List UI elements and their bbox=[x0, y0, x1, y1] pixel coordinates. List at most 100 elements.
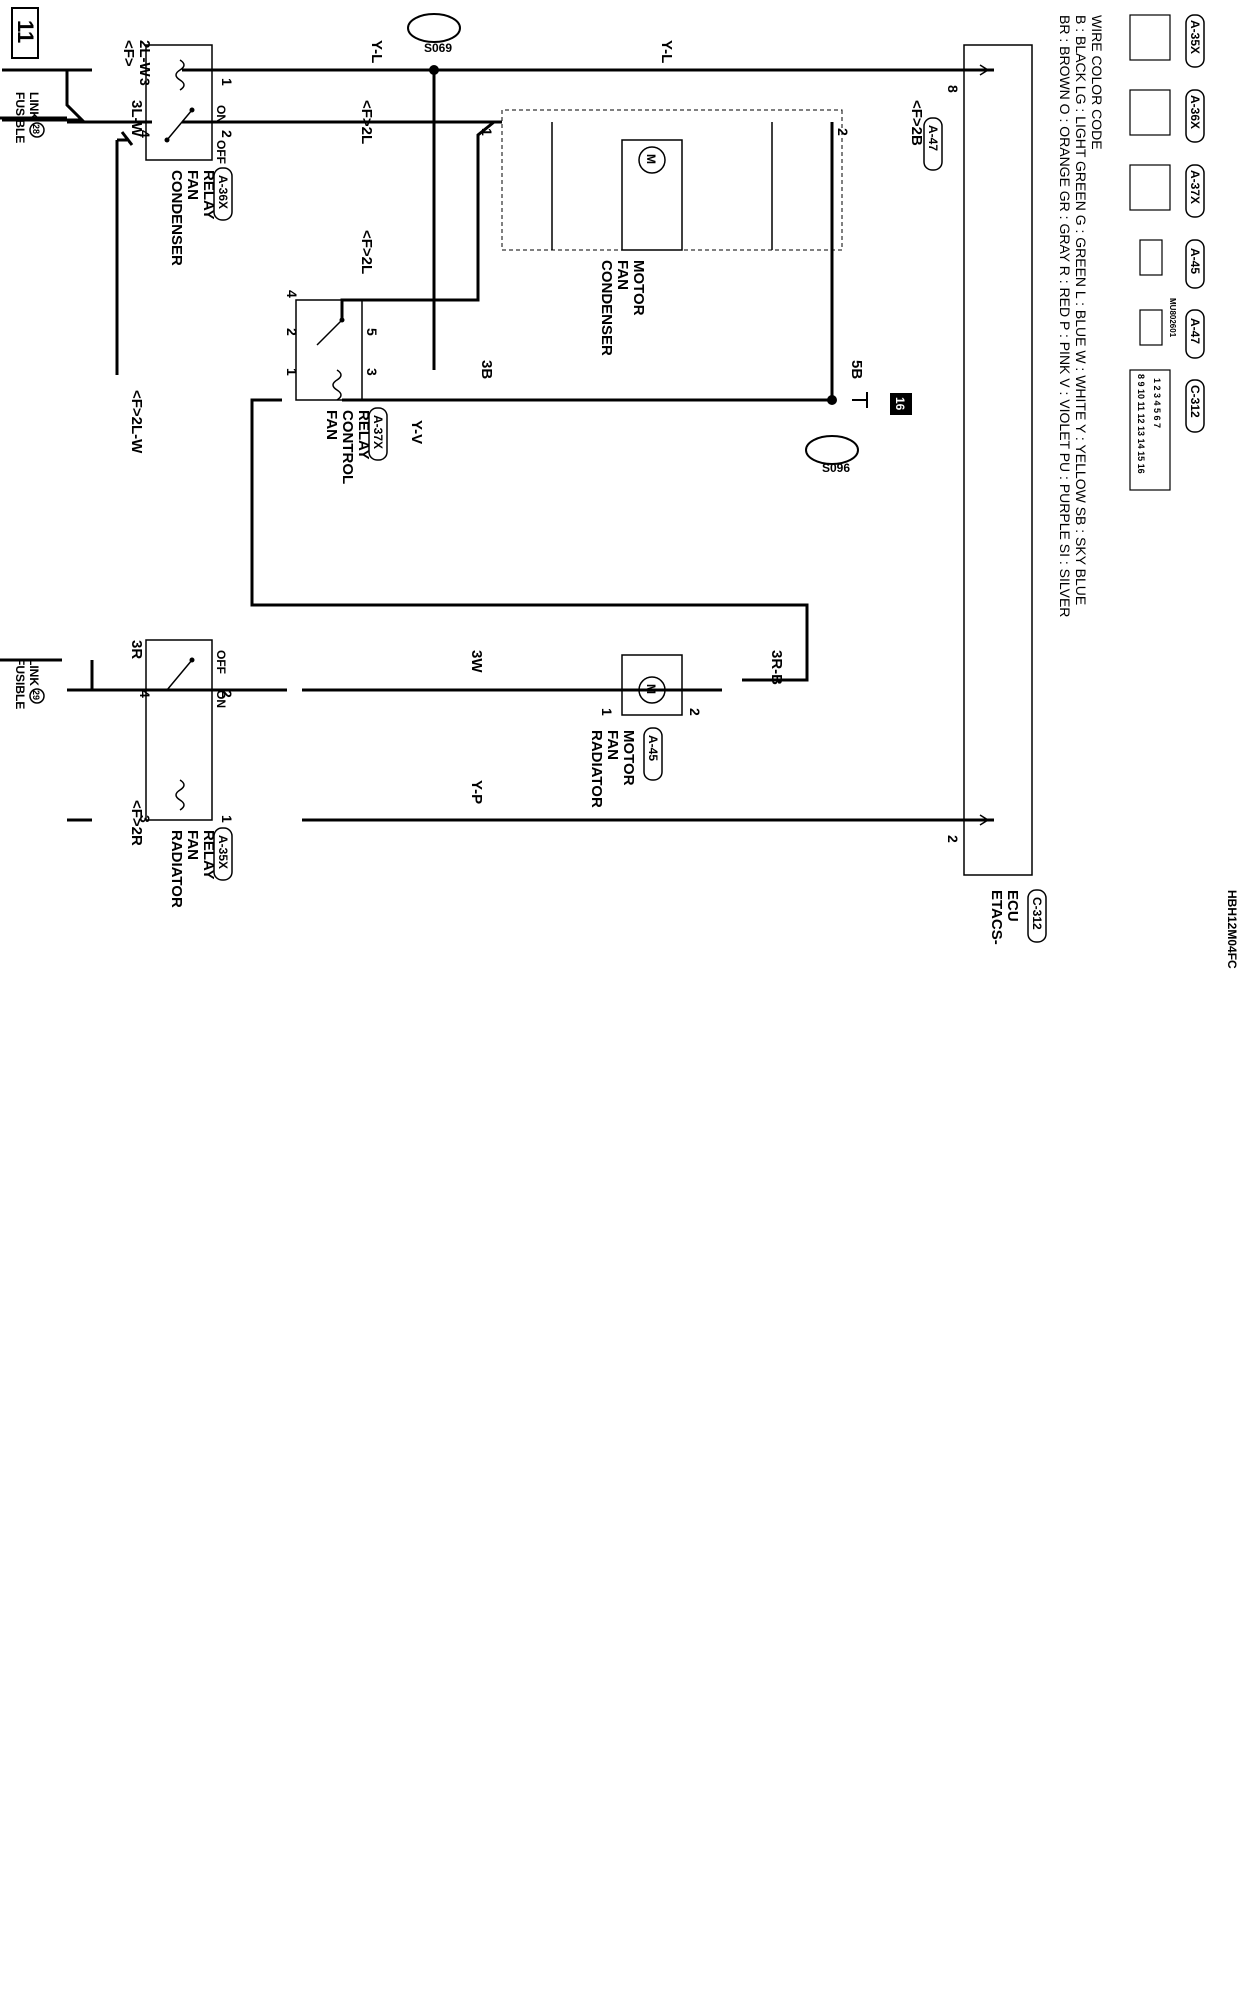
svg-text:2: 2 bbox=[284, 328, 300, 336]
condenser-fan-motor: M CONDENSER FAN MOTOR A-47 2 1 bbox=[479, 109, 943, 356]
svg-text:3: 3 bbox=[364, 368, 380, 376]
svg-text:FAN: FAN bbox=[323, 410, 340, 440]
svg-text:<F>2L: <F>2L bbox=[358, 100, 375, 144]
page-number-box: 11 bbox=[11, 7, 39, 59]
svg-text:A-37X: A-37X bbox=[1188, 170, 1202, 204]
svg-text:A-47: A-47 bbox=[1188, 318, 1202, 344]
svg-text:3: 3 bbox=[137, 78, 153, 86]
radiator-fan-motor: M RADIATOR FAN MOTOR A-45 2 1 bbox=[588, 654, 703, 808]
diagram-code: HBH12M04FC bbox=[1225, 890, 1239, 969]
svg-text:4: 4 bbox=[284, 290, 300, 298]
svg-text:MOTOR: MOTOR bbox=[630, 260, 647, 316]
svg-text:4: 4 bbox=[137, 130, 153, 138]
svg-text:MOTOR: MOTOR bbox=[620, 730, 637, 786]
svg-text:A-37X: A-37X bbox=[371, 415, 385, 449]
svg-text:M: M bbox=[644, 684, 658, 694]
svg-text:8: 8 bbox=[945, 85, 961, 93]
svg-text:3R-B: 3R-B bbox=[768, 650, 785, 685]
rad-relay-connector-badge bbox=[213, 827, 233, 881]
wire-paths bbox=[2, 68, 82, 822]
svg-text:ETACS-: ETACS- bbox=[988, 890, 1005, 945]
svg-text:A-47: A-47 bbox=[926, 125, 940, 151]
svg-text:BR : BROWN O : ORANGE GR :: BR : BROWN O : ORANGE GR : GRAY R : RED … bbox=[1057, 15, 1073, 617]
svg-text:1: 1 bbox=[219, 815, 235, 823]
svg-text:2: 2 bbox=[219, 130, 235, 138]
svg-text:S096: S096 bbox=[822, 461, 850, 475]
fusible-28-badge bbox=[29, 122, 45, 138]
svg-text:16: 16 bbox=[893, 397, 907, 411]
svg-text:FAN: FAN bbox=[184, 170, 201, 200]
wire-color-code: WIRE COLOR CODE B : BLACK LG : LIGHT GRE… bbox=[1057, 15, 1105, 617]
svg-text:FUSIBLE: FUSIBLE bbox=[13, 658, 27, 709]
svg-text:<F>2R: <F>2R bbox=[128, 800, 145, 846]
svg-text:2: 2 bbox=[219, 690, 235, 698]
page-number: 11 bbox=[13, 20, 38, 43]
svg-text:1: 1 bbox=[479, 128, 495, 136]
svg-text:3L-W: 3L-W bbox=[128, 100, 145, 138]
svg-text:8 9 10 11 12 13 14 15 16: 8 9 10 11 12 13 14 15 16 bbox=[1136, 374, 1146, 474]
svg-text:ON: ON bbox=[214, 105, 228, 123]
svg-text:A-35X: A-35X bbox=[1188, 20, 1202, 54]
svg-text:RELAY: RELAY bbox=[200, 170, 217, 219]
svg-text:Y-P: Y-P bbox=[468, 780, 485, 804]
svg-text:S069: S069 bbox=[424, 41, 452, 55]
svg-text:ON: ON bbox=[214, 690, 228, 708]
svg-text:MU802601: MU802601 bbox=[1168, 298, 1177, 338]
fusible-link-29: FUSIBLE LINK 29 bbox=[0, 658, 62, 709]
svg-text:3W: 3W bbox=[468, 650, 485, 673]
svg-text:28: 28 bbox=[31, 124, 41, 134]
svg-text:B : BLACK LG : LIGHT GREEN: B : BLACK LG : LIGHT GREEN G : GREEN L :… bbox=[1073, 15, 1089, 605]
svg-text:RADIATOR: RADIATOR bbox=[588, 730, 605, 808]
cond-motor-icon bbox=[638, 146, 666, 174]
svg-text:2: 2 bbox=[945, 835, 961, 843]
rad-motor-connector-badge bbox=[643, 727, 663, 781]
svg-text:RELAY: RELAY bbox=[200, 830, 217, 879]
svg-text:<F>2B: <F>2B bbox=[908, 100, 925, 146]
svg-text:1: 1 bbox=[219, 78, 235, 86]
splice-s096: S096 bbox=[805, 395, 859, 475]
svg-text:FAN: FAN bbox=[614, 260, 631, 290]
svg-text:Y-L: Y-L bbox=[368, 40, 385, 63]
svg-text:WIRE COLOR CODE: WIRE COLOR CODE bbox=[1089, 15, 1105, 150]
svg-text:<F>: <F> bbox=[120, 40, 137, 67]
svg-text:3R: 3R bbox=[128, 640, 145, 659]
svg-text:1: 1 bbox=[284, 368, 300, 376]
svg-text:A-35X: A-35X bbox=[216, 835, 230, 869]
svg-text:Y-V: Y-V bbox=[408, 420, 425, 444]
svg-text:LINK: LINK bbox=[27, 658, 41, 686]
svg-text:CONDENSER: CONDENSER bbox=[598, 260, 615, 356]
svg-text:2L-W: 2L-W bbox=[136, 40, 153, 78]
svg-text:Y-L: Y-L bbox=[658, 40, 675, 63]
svg-text:OFF: OFF bbox=[214, 650, 228, 674]
svg-text:1: 1 bbox=[599, 708, 615, 716]
svg-text:5: 5 bbox=[364, 328, 380, 336]
fusible-29-badge bbox=[29, 688, 45, 704]
svg-text:<F>2L-W: <F>2L-W bbox=[128, 390, 145, 454]
svg-text:1 2 3 4 5 6 7: 1 2 3 4 5 6 7 bbox=[1152, 378, 1162, 428]
wire-labels: <F> 2L-W 3L-W <F>2L <F>2L <F>2L-W Y-L Y-… bbox=[120, 40, 925, 846]
svg-text:A-36X: A-36X bbox=[1188, 95, 1202, 129]
cond-motor-connector-badge bbox=[923, 117, 943, 171]
fcr-connector-badge bbox=[368, 407, 388, 461]
svg-text:RADIATOR: RADIATOR bbox=[168, 830, 185, 908]
fan-control-relay: FAN CONTROL RELAY A-37X 4 2 1 5 3 bbox=[284, 290, 388, 484]
svg-text:<F>2L: <F>2L bbox=[358, 230, 375, 274]
svg-text:3: 3 bbox=[137, 815, 153, 823]
svg-text:A-45: A-45 bbox=[646, 735, 660, 761]
cond-relay-connector-badge bbox=[213, 167, 233, 221]
wiring-diagram: 11 FUSIBLE LINK 28 FUSIBLE LINK 29 bbox=[0, 7, 1239, 969]
svg-text:A-36X: A-36X bbox=[216, 175, 230, 209]
svg-text:29: 29 bbox=[31, 690, 41, 700]
svg-text:C-312: C-312 bbox=[1030, 897, 1044, 930]
svg-text:C-312: C-312 bbox=[1188, 385, 1202, 418]
svg-text:5B: 5B bbox=[848, 360, 865, 379]
svg-text:FAN: FAN bbox=[604, 730, 621, 760]
svg-text:M: M bbox=[644, 154, 658, 164]
svg-text:FAN: FAN bbox=[184, 830, 201, 860]
condenser-fan-relay: ON OFF CONDENSER FAN RELAY A-36X 3 4 1 2 bbox=[137, 44, 235, 266]
svg-text:4: 4 bbox=[137, 690, 153, 698]
wires bbox=[0, 68, 994, 822]
radiator-fan-relay: OFF ON RADIATOR FAN RELAY A-35X 4 3 2 1 bbox=[137, 639, 235, 908]
svg-text:3B: 3B bbox=[478, 360, 495, 379]
